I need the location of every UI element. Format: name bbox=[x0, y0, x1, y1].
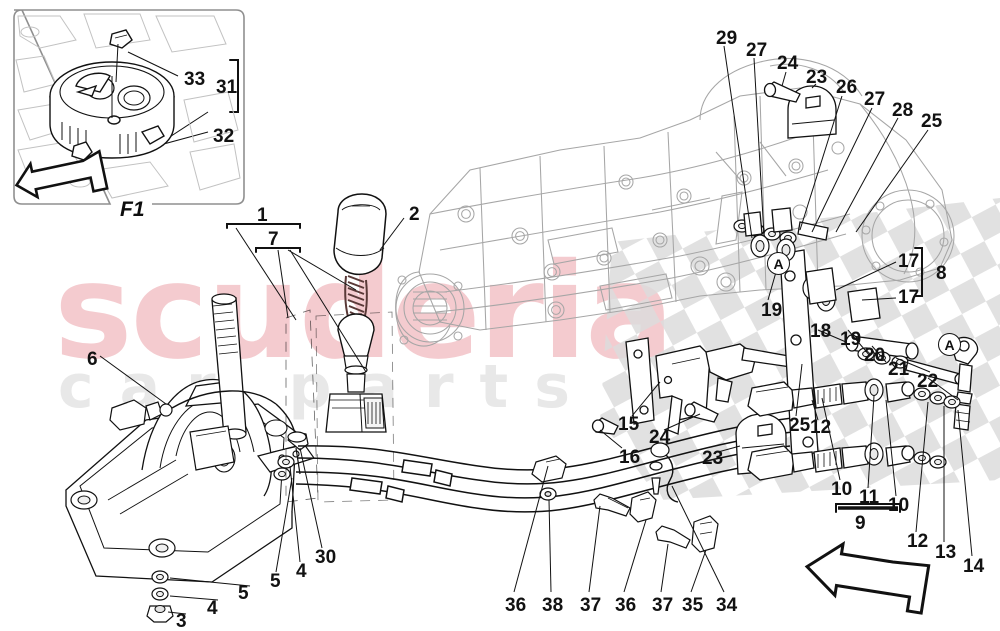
callout-4-right: 4 bbox=[296, 561, 307, 582]
callout-9: 9 bbox=[855, 513, 866, 534]
callout-5-bottom: 5 bbox=[238, 583, 249, 604]
callout-17-upper: 17 bbox=[898, 251, 920, 272]
callout-2: 2 bbox=[409, 204, 420, 225]
callout-4-bottom: 4 bbox=[207, 598, 218, 619]
callout-37-left: 37 bbox=[580, 595, 602, 616]
cable-clips bbox=[531, 442, 719, 553]
callout-13: 13 bbox=[935, 542, 957, 563]
callout-24-mid: 24 bbox=[649, 427, 671, 448]
callout-35: 35 bbox=[682, 595, 704, 616]
bracket-31 bbox=[229, 59, 239, 113]
callout-31: 31 bbox=[216, 77, 238, 98]
dimension-brackets bbox=[226, 59, 923, 513]
f1-detail-label: F1 bbox=[120, 198, 145, 221]
callout-7: 7 bbox=[268, 229, 279, 250]
callout-34: 34 bbox=[716, 595, 738, 616]
callout-10-right: 10 bbox=[888, 495, 910, 516]
callout-1: 1 bbox=[257, 205, 268, 226]
callout-11: 11 bbox=[859, 487, 880, 508]
callout-33: 33 bbox=[184, 69, 206, 90]
shift-rod bbox=[189, 293, 247, 471]
callout-5-right: 5 bbox=[270, 571, 281, 592]
bracket-1 bbox=[226, 223, 301, 229]
shift-lever-housing bbox=[65, 378, 297, 583]
callout-37-right: 37 bbox=[652, 595, 674, 616]
callout-36-right: 36 bbox=[615, 595, 637, 616]
callout-32: 32 bbox=[213, 126, 235, 147]
callout-27-right: 27 bbox=[864, 89, 886, 110]
f1-detail-box bbox=[13, 9, 245, 205]
orientation-arrow bbox=[804, 540, 931, 615]
callout-16: 16 bbox=[619, 447, 641, 468]
callout-23-mid: 23 bbox=[702, 448, 724, 469]
callout-19-right: 19 bbox=[840, 329, 862, 350]
callout-15: 15 bbox=[618, 414, 640, 435]
callout-20: 20 bbox=[864, 345, 886, 366]
callout-25-mid: 25 bbox=[789, 415, 811, 436]
rubber-cap-upper bbox=[763, 81, 837, 139]
callout-14: 14 bbox=[963, 556, 985, 577]
ball-joint-rods bbox=[747, 378, 961, 481]
callout-21: 21 bbox=[888, 359, 910, 380]
callout-3: 3 bbox=[176, 611, 187, 631]
callout-24-top: 24 bbox=[777, 53, 799, 74]
callout-18: 18 bbox=[810, 321, 832, 342]
callout-6: 6 bbox=[87, 349, 98, 370]
gear-knob-assembly bbox=[285, 193, 395, 503]
section-marker-a-1: A bbox=[767, 252, 790, 275]
callout-25-top: 25 bbox=[921, 111, 943, 132]
section-marker-a-2: A bbox=[938, 333, 961, 356]
callout-26: 26 bbox=[836, 77, 858, 98]
housing-fasteners-left bbox=[146, 570, 174, 623]
leader-lines bbox=[99, 45, 973, 615]
callout-23-top: 23 bbox=[806, 67, 828, 88]
bracket-8 bbox=[914, 247, 923, 297]
callout-22: 22 bbox=[917, 371, 939, 392]
position-sensor-assembly bbox=[109, 390, 315, 473]
callout-36-left: 36 bbox=[505, 595, 527, 616]
callout-8: 8 bbox=[936, 263, 947, 284]
callout-19-left: 19 bbox=[761, 300, 783, 321]
callout-17-lower: 17 bbox=[898, 287, 920, 308]
callout-10-left: 10 bbox=[831, 479, 853, 500]
callout-29: 29 bbox=[716, 28, 738, 49]
bracket-9 bbox=[835, 503, 901, 513]
callout-28: 28 bbox=[892, 100, 914, 121]
callout-38: 38 bbox=[542, 595, 564, 616]
callout-12-lower: 12 bbox=[907, 531, 929, 552]
bracket-7 bbox=[255, 247, 301, 253]
callout-27-top: 27 bbox=[746, 40, 768, 61]
callout-30: 30 bbox=[315, 547, 337, 568]
callout-12-upper: 12 bbox=[810, 417, 832, 438]
